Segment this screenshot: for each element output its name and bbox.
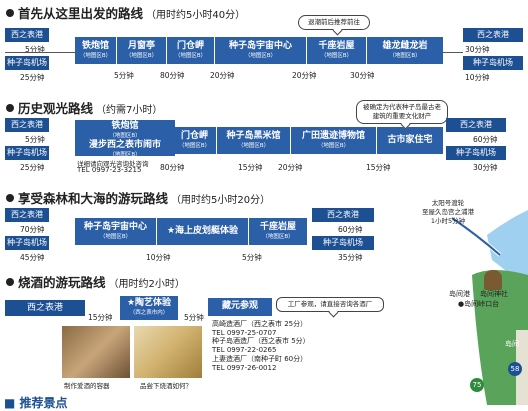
stop: 雄龙雌龙岩（地图区B） bbox=[382, 41, 428, 59]
mins-label: 70分钟 bbox=[20, 225, 45, 234]
island-map bbox=[392, 180, 528, 405]
bullet-icon bbox=[6, 278, 14, 286]
port-airport: 种子岛机场 bbox=[5, 236, 49, 250]
map-label: ●岛间峠口台 bbox=[458, 300, 500, 308]
mins-label: 10分钟 bbox=[146, 253, 171, 262]
port-nishinoomote: 西之表港 bbox=[446, 118, 506, 132]
stop: 古市家住宅 bbox=[387, 135, 433, 145]
route4-stop-brewery: 藏元参观 bbox=[208, 298, 272, 316]
map-label: 岛间 bbox=[505, 340, 519, 348]
mins-label: 60分钟 bbox=[338, 225, 363, 234]
mins-label: 25分钟 bbox=[20, 73, 45, 82]
road-number-icon: 58 bbox=[508, 362, 522, 376]
mins-label: 15分钟 bbox=[238, 163, 263, 172]
mins-label: 80分钟 bbox=[160, 71, 185, 80]
info-text: 详细请向观光咨询处咨询 bbox=[77, 160, 149, 168]
stop: 千座岩屋（地图区B） bbox=[259, 222, 296, 240]
stop: 种子岛宇宙中心（地图区B） bbox=[75, 218, 157, 245]
contact-line: TEL 0997-22-0265 bbox=[212, 346, 277, 355]
contact-line: 种子岛酒造厂（西之表市 5分） bbox=[212, 337, 310, 346]
port-nishinoomote: 西之表港 bbox=[5, 118, 49, 132]
mins-label: 10分钟 bbox=[465, 73, 490, 82]
info-tel: TEL 0997-23-3215 bbox=[77, 166, 142, 174]
route3-stops: 种子岛宇宙中心（地图区B） ★海上皮划艇体验 千座岩屋（地图区B） bbox=[75, 218, 307, 245]
mins-label: 60分钟 bbox=[473, 135, 498, 144]
route4-title: 烧酒的游玩路线（用时约2小时） bbox=[6, 272, 185, 291]
mins-label: 30分钟 bbox=[465, 45, 490, 54]
port-nishinoomote: 西之表港 bbox=[463, 28, 523, 42]
mascot-icon bbox=[484, 270, 502, 290]
route1-title: 首先从这里出发的路线（用时约5小时40分） bbox=[6, 3, 245, 22]
stop: 广田遗迹博物馆（地图区B） bbox=[291, 127, 377, 154]
route4-stop-ceramics: ★陶艺体验（西之表市内） bbox=[120, 296, 178, 320]
mins-label: 5分钟 bbox=[184, 313, 204, 322]
mins-label: 20分钟 bbox=[210, 71, 235, 80]
mins-label: 5分钟 bbox=[25, 45, 45, 54]
port-airport: 种子岛机场 bbox=[5, 56, 49, 70]
route3-title: 享受森林和大海的游玩路线（用时约5小时20分） bbox=[6, 188, 270, 207]
mins-label: 25分钟 bbox=[20, 163, 45, 172]
port-airport: 种子岛机场 bbox=[463, 56, 523, 70]
route2-title: 历史观光路线（约需7小时） bbox=[6, 98, 162, 117]
contact-line: TEL 0997-26-0012 bbox=[212, 363, 277, 372]
mins-label: 80分钟 bbox=[160, 163, 185, 172]
mins-label: 15分钟 bbox=[366, 163, 391, 172]
callout-note: 工厂参观，请直接咨询各酒厂 bbox=[276, 297, 384, 312]
map-label: 岛间神社 bbox=[480, 290, 508, 298]
port-nishinoomote: 西之表港 bbox=[5, 28, 49, 42]
stop: 种子岛黑米馆（地图区B） bbox=[217, 127, 291, 154]
shochu-photo bbox=[134, 326, 202, 378]
stop: 门仓岬（地图区B） bbox=[167, 37, 215, 64]
callout-note: 退潮前后推荐前往 bbox=[298, 15, 370, 30]
mins-label: 5分钟 bbox=[242, 253, 262, 262]
stop: 门仓岬（地图区B） bbox=[173, 127, 217, 154]
pottery-photo bbox=[62, 326, 130, 378]
sea-area bbox=[487, 210, 528, 290]
port-nishinoomote: 西之表港 bbox=[5, 300, 85, 316]
bullet-icon bbox=[6, 194, 14, 202]
mins-label: 20分钟 bbox=[278, 163, 303, 172]
road-number-icon: 75 bbox=[470, 378, 484, 392]
mins-label: 5分钟 bbox=[25, 135, 45, 144]
stop: 千座岩屋（地图区B） bbox=[307, 37, 367, 64]
ferry-label: 太阳号渡轮 至屋久岛宫之浦港 1小时5分钟 bbox=[422, 199, 474, 225]
mins-label: 15分钟 bbox=[88, 313, 113, 322]
mins-label: 5分钟 bbox=[114, 71, 134, 80]
mins-label: 30分钟 bbox=[350, 71, 375, 80]
mins-label: 45分钟 bbox=[20, 253, 45, 262]
stop: 铁炮馆（地图区B）漫步西之表市闹市（地图区B） bbox=[88, 121, 161, 158]
stop: 铁炮馆（地图区B） bbox=[75, 37, 117, 64]
port-nishinoomote: 西之表港 bbox=[5, 208, 49, 222]
map-label: 岛间港 bbox=[449, 290, 470, 298]
stop: 种子岛宇宙中心（地图区B） bbox=[215, 37, 307, 64]
ferry-route bbox=[451, 217, 501, 256]
mins-label: 20分钟 bbox=[292, 71, 317, 80]
contact-line: 上妻造酒厂（南种子町 60分） bbox=[212, 354, 308, 363]
route2-stop-first: 铁炮馆（地图区B）漫步西之表市闹市（地图区B） bbox=[75, 120, 175, 158]
callout-note: 被确定为代表种子岛最古老建筑的重要文化财产 bbox=[356, 100, 448, 124]
photo-caption: 制作爱酒的容器 bbox=[64, 382, 110, 390]
mins-label: 30分钟 bbox=[473, 163, 498, 172]
bullet-icon bbox=[6, 104, 14, 112]
port-airport: 种子岛机场 bbox=[312, 236, 374, 250]
mins-label: 35分钟 bbox=[338, 253, 363, 262]
bullet-icon bbox=[6, 9, 14, 17]
route2-stops: 门仓岬（地图区B） 种子岛黑米馆（地图区B） 广田遗迹博物馆（地图区B） 古市家… bbox=[173, 127, 443, 154]
stop: ★陶艺体验（西之表市内） bbox=[126, 298, 172, 316]
stop: 月窗亭（地图区B） bbox=[117, 37, 167, 64]
stop: 藏元参观 bbox=[221, 301, 258, 311]
section-footer: ■ 推荐景点 bbox=[4, 396, 68, 410]
contact-list: 高崎造酒厂（西之表市 25分） TEL 0997-25-0707 种子岛酒造厂（… bbox=[212, 320, 310, 372]
port-airport: 种子岛机场 bbox=[5, 146, 49, 160]
port-nishinoomote: 西之表港 bbox=[312, 208, 374, 222]
contact-line: TEL 0997-25-0707 bbox=[212, 328, 277, 337]
route1-stops: 铁炮馆（地图区B） 月窗亭（地图区B） 门仓岬（地图区B） 种子岛宇宙中心（地图… bbox=[75, 37, 443, 64]
stop: ★海上皮划艇体验 bbox=[157, 218, 249, 245]
port-airport: 种子岛机场 bbox=[446, 146, 506, 160]
photo-caption: 品尝下烧酒如何？ bbox=[140, 382, 192, 390]
contact-line: 高崎造酒厂（西之表市 25分） bbox=[212, 320, 308, 328]
